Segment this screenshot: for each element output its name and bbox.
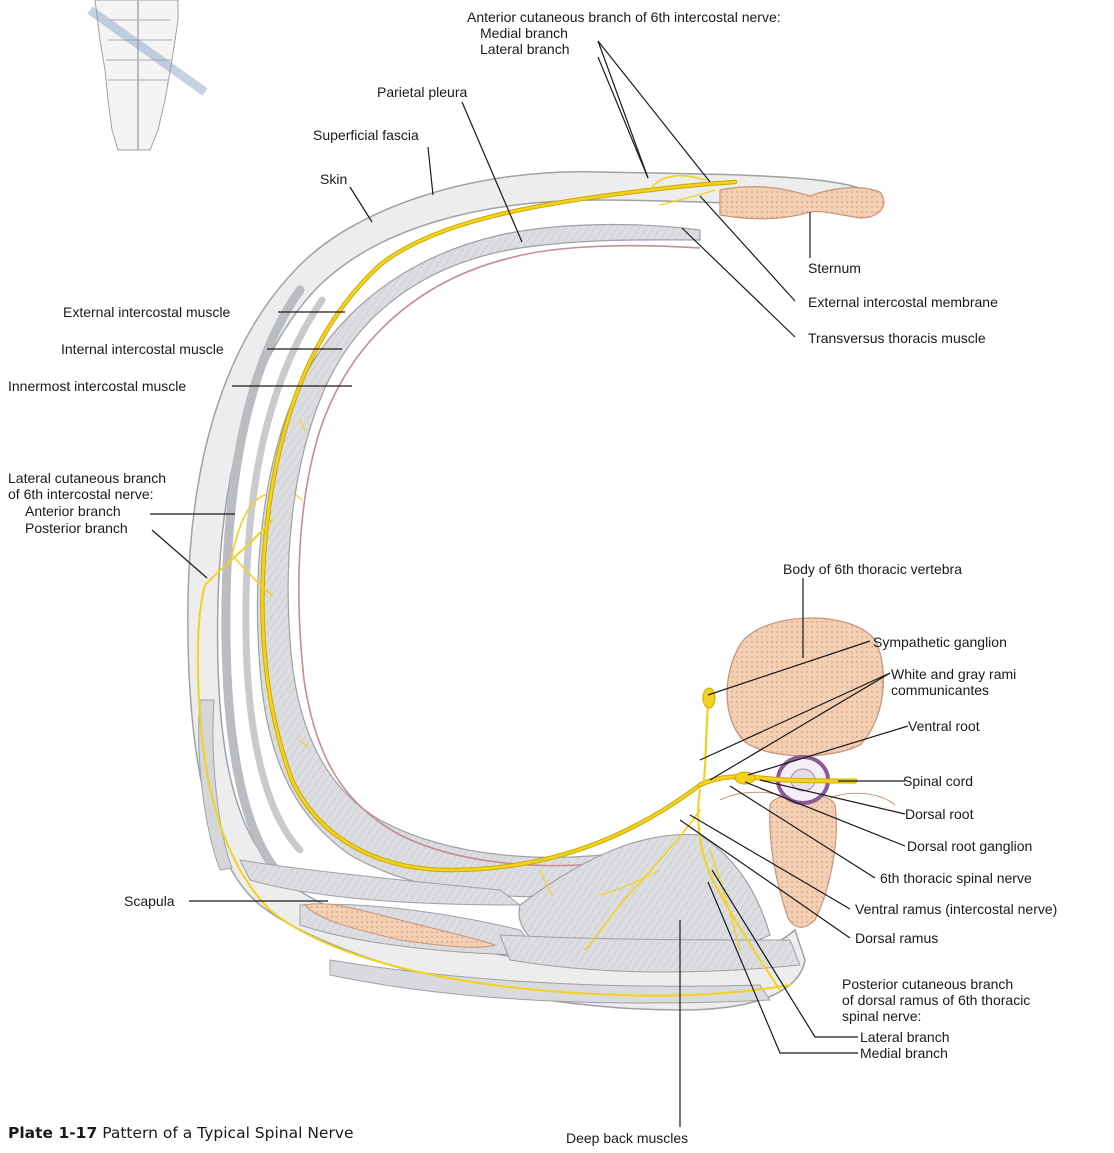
label-spinal-cord: Spinal cord [903,773,973,789]
label-posterior-cutaneous-1: Posterior cutaneous branch [842,976,1013,992]
label-external-intercostal-muscle: External intercostal muscle [63,304,230,320]
label-lateral-cutaneous-title-2: of 6th intercostal nerve: [8,486,154,502]
label-anterior-cutaneous-branch: Anterior cutaneous branch of 6th interco… [467,9,781,25]
label-dorsal-root-ganglion: Dorsal root ganglion [907,838,1032,854]
label-dorsal-root: Dorsal root [905,806,973,822]
label-transversus-thoracis: Transversus thoracis muscle [808,330,986,346]
label-lateral-posterior-branch: Posterior branch [25,520,128,536]
caption-title: Pattern of a Typical Spinal Nerve [102,1124,353,1142]
label-ventral-root: Ventral root [908,718,980,734]
label-thoracic-spinal-nerve: 6th thoracic spinal nerve [880,870,1032,886]
label-sternum: Sternum [808,260,861,276]
label-skin: Skin [320,171,347,187]
label-innermost-intercostal-muscle: Innermost intercostal muscle [8,378,186,394]
label-posterior-cutaneous-3: spinal nerve: [842,1008,921,1024]
label-external-intercostal-membrane: External intercostal membrane [808,294,998,310]
label-rami-communicantes-2: communicantes [891,682,989,698]
label-parietal-pleura: Parietal pleura [377,84,467,100]
label-body-of-vertebra: Body of 6th thoracic vertebra [783,561,962,577]
torso-thumbnail [90,0,205,150]
label-anterior-medial-branch: Medial branch [480,25,568,41]
label-posterior-lateral-branch: Lateral branch [860,1029,950,1045]
label-posterior-medial-branch: Medial branch [860,1045,948,1061]
label-scapula: Scapula [124,893,175,909]
label-dorsal-ramus: Dorsal ramus [855,930,938,946]
label-deep-back-muscles: Deep back muscles [566,1130,688,1146]
label-rami-communicantes-1: White and gray rami [891,666,1016,682]
label-anterior-lateral-branch: Lateral branch [480,41,570,57]
label-internal-intercostal-muscle: Internal intercostal muscle [61,341,224,357]
figure-caption: Plate 1-17 Pattern of a Typical Spinal N… [8,1124,354,1142]
body-wall [188,172,880,1010]
label-posterior-cutaneous-2: of dorsal ramus of 6th thoracic [842,992,1030,1008]
label-lateral-cutaneous-title-1: Lateral cutaneous branch [8,470,166,486]
label-superficial-fascia: Superficial fascia [313,127,419,143]
label-sympathetic-ganglion: Sympathetic ganglion [873,634,1007,650]
label-ventral-ramus: Ventral ramus (intercostal nerve) [855,901,1057,917]
caption-number: Plate 1-17 [8,1124,97,1142]
label-lateral-anterior-branch: Anterior branch [25,503,121,519]
